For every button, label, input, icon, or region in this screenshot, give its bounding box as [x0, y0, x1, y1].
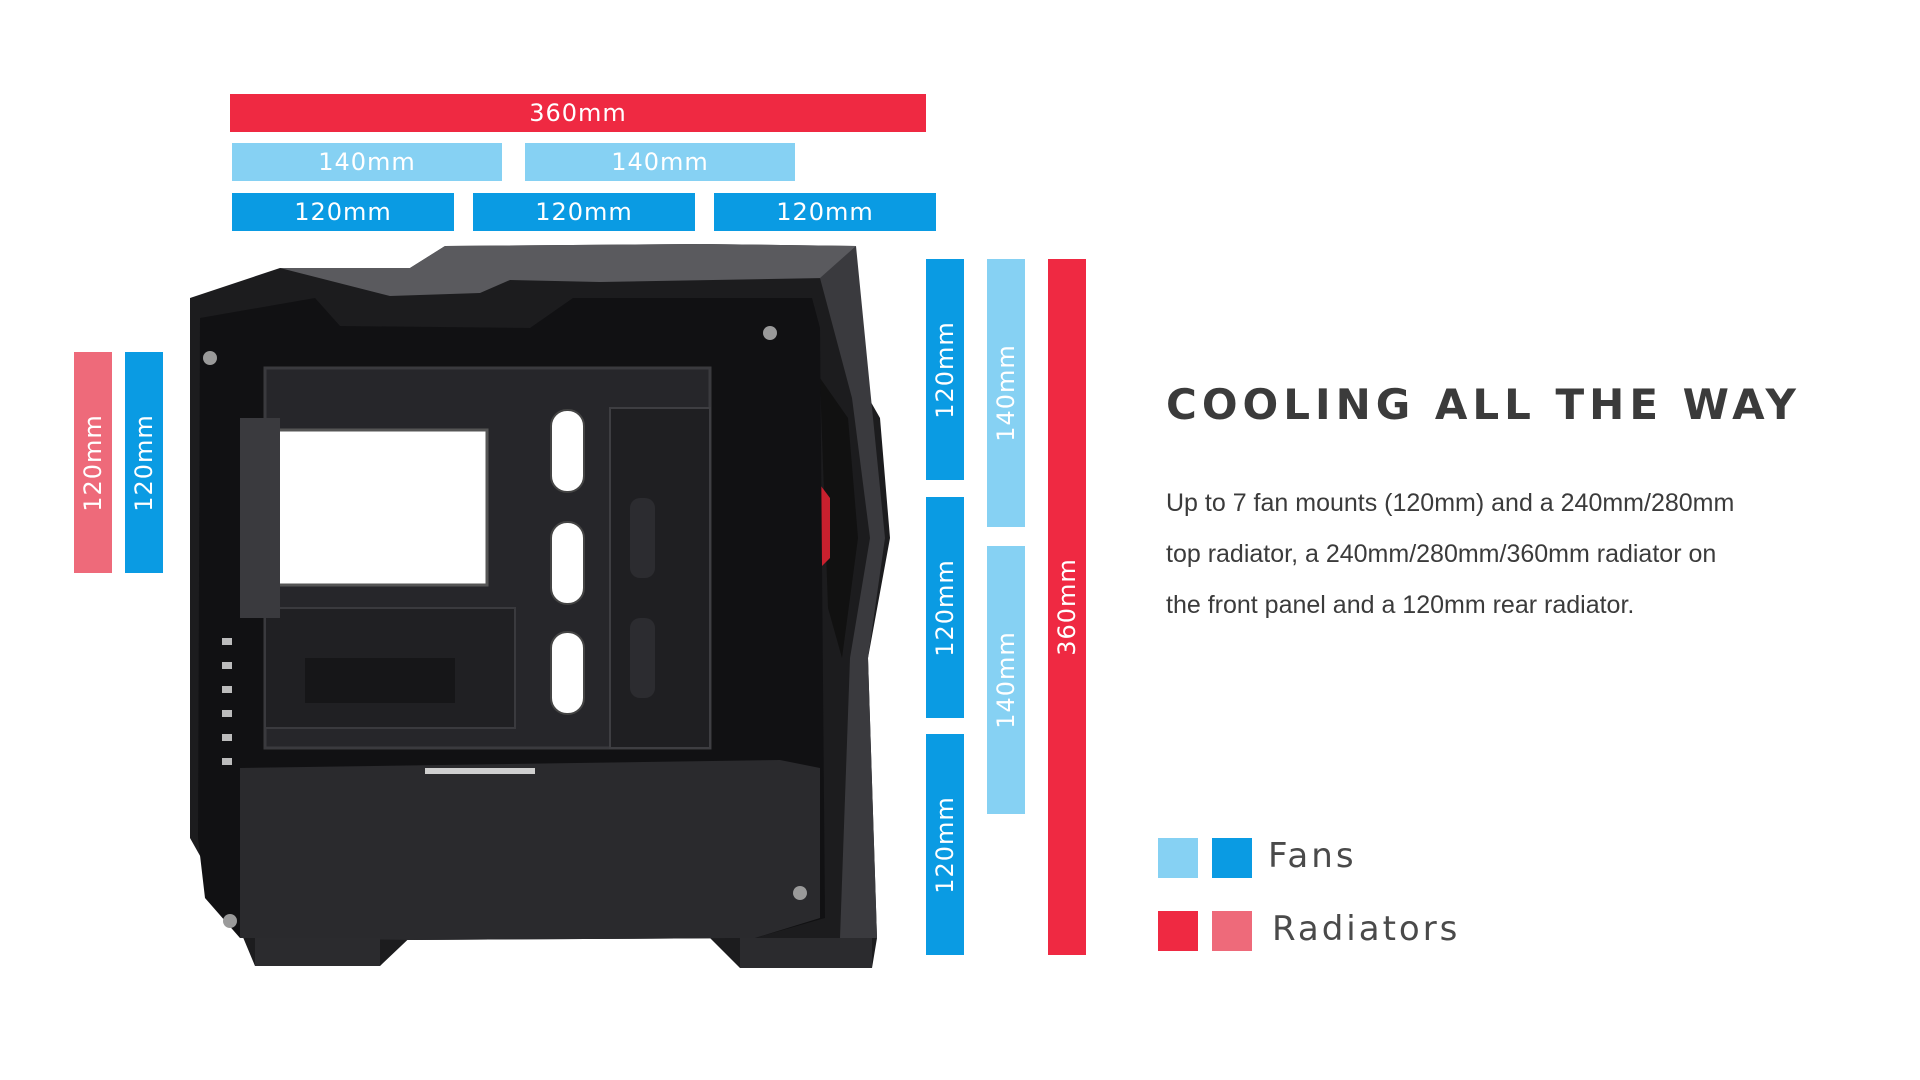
top-fan-140-bar-b: 140mm [525, 143, 795, 181]
rear-fan-120-bar: 120mm [125, 352, 163, 573]
front-fan-140-label-b: 140mm [992, 631, 1021, 729]
section-heading: COOLING ALL THE WAY [1166, 380, 1801, 429]
rear-radiator-120-label: 120mm [79, 413, 108, 512]
legend-radiators-label: Radiators [1272, 909, 1461, 949]
top-fan-140-label-b: 140mm [611, 148, 709, 176]
legend-fan-light-swatch [1158, 838, 1198, 878]
top-fan-140-label-a: 140mm [318, 148, 416, 176]
description-line-1: Up to 7 fan mounts (120mm) and a 240mm/2… [1166, 489, 1735, 517]
top-radiator-360-bar: 360mm [230, 94, 926, 132]
description-line-3: the front panel and a 120mm rear radiato… [1166, 591, 1635, 619]
top-fan-120-bar-b: 120mm [473, 193, 695, 231]
front-fan-120-bar-a: 120mm [926, 259, 964, 480]
front-fan-140-bar-b: 140mm [987, 546, 1025, 814]
front-fan-140-bar-a: 140mm [987, 259, 1025, 527]
description-line-2: top radiator, a 240mm/280mm/360mm radiat… [1166, 540, 1717, 568]
top-fan-120-bar-a: 120mm [232, 193, 454, 231]
front-fan-120-bar-b: 120mm [926, 497, 964, 718]
rear-radiator-120-bar: 120mm [74, 352, 112, 573]
front-fan-120-bar-c: 120mm [926, 734, 964, 955]
top-fan-120-bar-c: 120mm [714, 193, 936, 231]
front-radiator-360-bar: 360mm [1048, 259, 1086, 955]
front-radiator-360-label: 360mm [1053, 558, 1082, 656]
legend-fans-label: Fans [1268, 836, 1357, 876]
pc-case-image [190, 244, 890, 968]
description-paragraph: Up to 7 fan mounts (120mm) and a 240mm/2… [1166, 478, 1806, 631]
legend-radiator-pink-swatch [1212, 911, 1252, 951]
top-fan-120-label-c: 120mm [776, 198, 874, 226]
front-fan-120-label-b: 120mm [931, 558, 960, 657]
legend-fan-dark-swatch [1212, 838, 1252, 878]
front-fan-120-label-a: 120mm [931, 320, 960, 419]
front-fan-140-label-a: 140mm [992, 344, 1021, 442]
top-fan-120-label-a: 120mm [294, 198, 392, 226]
top-fan-120-label-b: 120mm [535, 198, 633, 226]
rear-fan-120-label: 120mm [130, 413, 159, 512]
legend-radiator-red-swatch [1158, 911, 1198, 951]
top-radiator-360-label: 360mm [529, 99, 627, 127]
front-fan-120-label-c: 120mm [931, 795, 960, 894]
top-fan-140-bar-a: 140mm [232, 143, 502, 181]
